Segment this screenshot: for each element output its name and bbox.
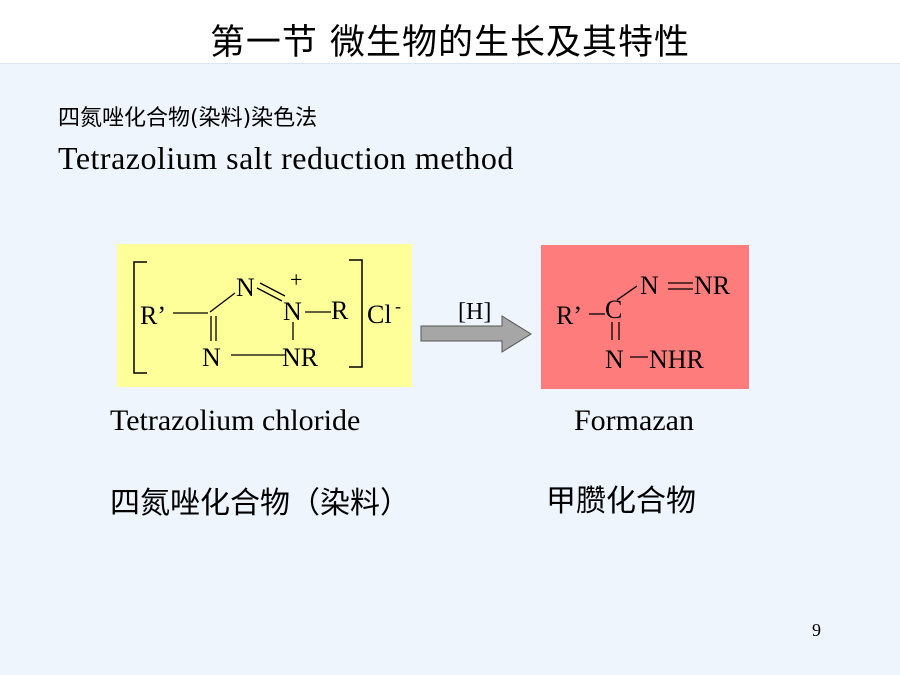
subtitle-english: Tetrazolium salt reduction method (58, 140, 514, 176)
tetrazolium-atoms: R’ N + N R N NR Cl - (140, 267, 401, 372)
minus-sign: - (395, 296, 401, 316)
atom-nhr: NHR (649, 345, 705, 374)
formazan-atoms: R’ C N NR N NHR (556, 271, 731, 374)
subtitle-chinese: 四氮唑化合物(染料)染色法 (58, 106, 318, 131)
tetrazolium-caption-english: Tetrazolium chloride (110, 404, 361, 437)
atom-n-plus: N (283, 297, 302, 326)
atom-n-top: N (640, 271, 659, 300)
reagent-label: [H] (458, 299, 491, 325)
bond-n-n-double-1 (256, 287, 283, 302)
right-bracket (349, 259, 363, 368)
slide-title: 第一节 微生物的生长及其特性 (209, 23, 691, 63)
page-number: 9 (812, 620, 821, 640)
formazan-bonds (589, 282, 693, 358)
formazan-box (541, 245, 749, 389)
atom-c: C (605, 295, 622, 324)
atom-nr: NR (282, 343, 319, 372)
bond-c-n (209, 292, 236, 313)
tetrazolium-bonds (173, 282, 331, 356)
atom-r: R (331, 296, 349, 325)
formazan-caption-english: Formazan (574, 404, 694, 437)
reaction-arrow (420, 315, 532, 353)
tetrazolium-caption-chinese: 四氮唑化合物（染料） (110, 486, 410, 521)
atom-rprime: R’ (556, 301, 582, 330)
left-bracket (133, 261, 147, 374)
atom-nr: NR (694, 271, 731, 300)
formazan-caption-chinese: 甲臜化合物 (546, 484, 696, 519)
atom-n-bottom: N (605, 345, 624, 374)
bond-n-n-double-2 (259, 282, 286, 297)
title-band (0, 0, 900, 64)
atom-n-bottom-left: N (202, 343, 221, 372)
bond-c-n (616, 285, 638, 301)
chloride-ion: Cl (367, 300, 392, 329)
tetrazolium-box (117, 244, 412, 387)
atom-n-top: N (236, 273, 255, 302)
plus-sign: + (290, 267, 302, 292)
atom-rprime: R’ (140, 301, 166, 330)
